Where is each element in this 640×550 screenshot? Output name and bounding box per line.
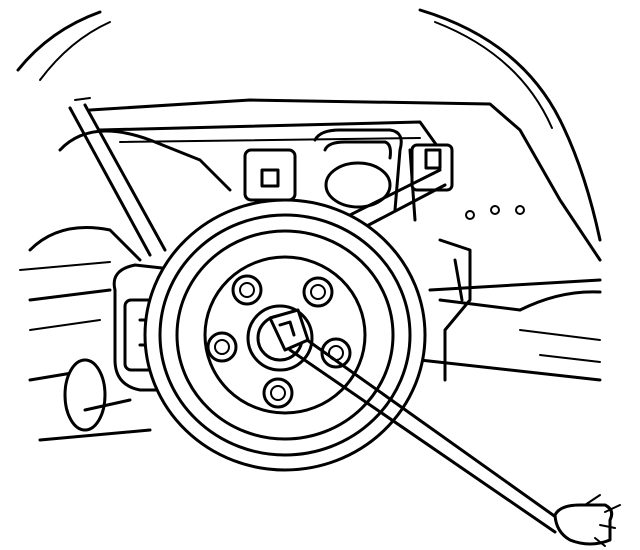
lug-nut xyxy=(231,274,263,306)
lug-nuts xyxy=(206,274,352,409)
shock-absorber xyxy=(243,128,454,222)
wheel-well-arch xyxy=(16,8,602,242)
lug-nut xyxy=(320,337,352,369)
hand xyxy=(553,494,621,547)
wrench-tool xyxy=(268,308,562,534)
mounting-bracket xyxy=(438,205,525,382)
lug-nut xyxy=(302,276,334,308)
strut-rod xyxy=(68,97,167,257)
lug-nut xyxy=(206,331,238,363)
control-arm xyxy=(63,278,602,432)
lug-nut xyxy=(262,377,294,409)
